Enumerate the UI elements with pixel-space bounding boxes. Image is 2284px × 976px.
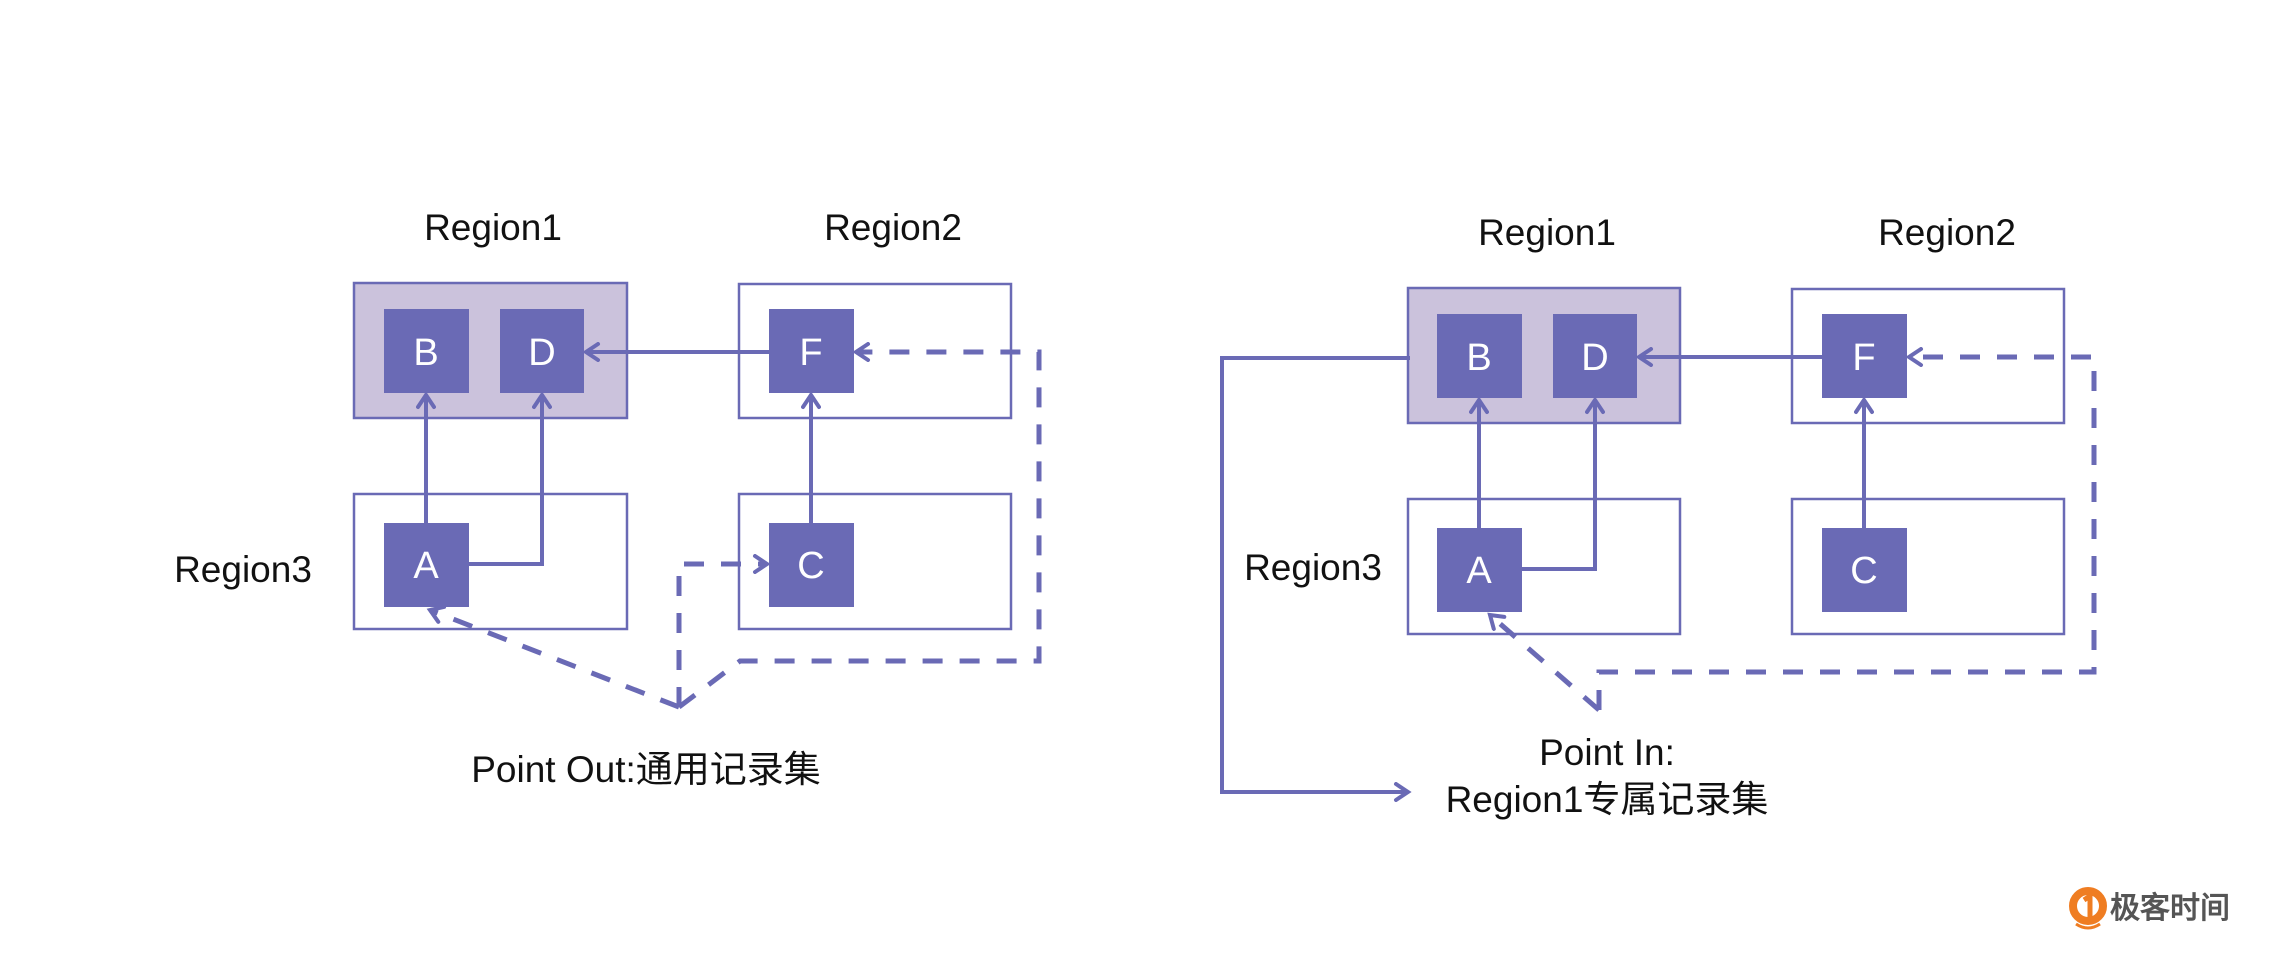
right-node-b: B (1437, 314, 1522, 398)
right-dashed-arrow-to-a (1487, 612, 1601, 712)
left-node-a-label: A (413, 545, 439, 587)
right-region3-box (1406, 497, 1682, 636)
geekbang-logo: 极客时间 (2069, 887, 2230, 930)
left-node-b-label: B (413, 332, 438, 374)
left-node-b: B (384, 309, 469, 393)
left-region2-title: Region2 (824, 207, 962, 248)
right-arrow-a-to-d (1522, 396, 1605, 571)
left-node-a: A (384, 523, 469, 607)
logo-text: 极客时间 (2110, 891, 2230, 926)
left-node-d-label: D (528, 332, 555, 374)
right-region-c-box (1790, 497, 2066, 636)
left-dashed-arrow-to-a (426, 604, 680, 710)
right-arrow-region1-to-rset (1220, 356, 1412, 802)
left-region3-box (352, 492, 629, 631)
left-dashed-arrow-to-f (677, 342, 1042, 709)
right-node-c-label: C (1850, 550, 1877, 592)
left-dashed-arrow-to-c (676, 554, 771, 707)
left-region3-label: Region3 (174, 549, 312, 590)
left-node-c-label: C (797, 545, 824, 587)
left-arrow-a-to-d (469, 391, 552, 566)
right-node-d-label: D (1581, 337, 1608, 379)
right-caption-line1: Point In: (1539, 732, 1675, 773)
right-node-f: F (1822, 314, 1907, 398)
right-node-c: C (1822, 528, 1907, 612)
right-caption-line2: Region1专属记录集 (1446, 779, 1769, 820)
right-diagram: Region1 Region2 Region3 B D F A C (1220, 212, 2097, 820)
left-caption: Point Out:通用记录集 (471, 749, 821, 790)
left-node-f: F (769, 309, 854, 393)
left-node-d: D (500, 309, 584, 393)
right-region3-label: Region3 (1244, 547, 1382, 588)
right-region2-title: Region2 (1878, 212, 2016, 253)
left-node-f-label: F (799, 332, 822, 374)
right-node-f-label: F (1852, 337, 1875, 379)
geekbang-logo-icon (2069, 887, 2107, 930)
left-node-c: C (769, 523, 854, 607)
right-region1-title: Region1 (1478, 212, 1616, 253)
right-node-b-label: B (1466, 337, 1491, 379)
right-node-a: A (1437, 528, 1522, 612)
left-diagram: Region1 Region2 Region3 B D F A C (174, 207, 1042, 790)
right-node-a-label: A (1466, 550, 1492, 592)
left-region1-title: Region1 (424, 207, 562, 248)
right-dashed-arrow-to-f (1596, 347, 2097, 710)
right-node-d: D (1553, 314, 1637, 398)
